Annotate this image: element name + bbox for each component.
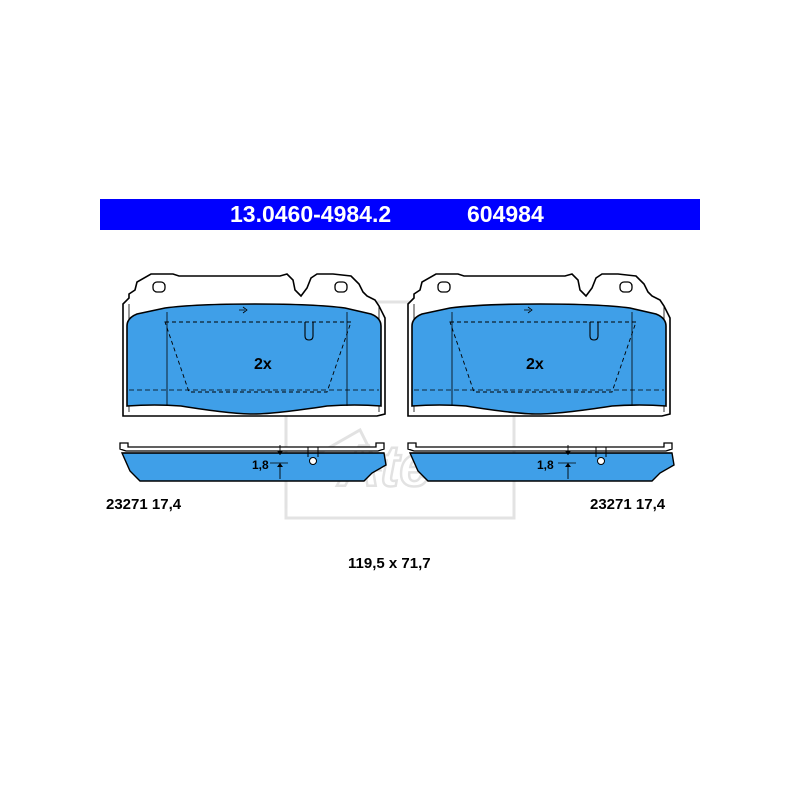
part-number-banner: 13.0460-4984.2 604984 — [100, 199, 700, 230]
reference-number: 604984 — [467, 201, 544, 227]
part-number: 13.0460-4984.2 — [230, 201, 392, 227]
right-wear-indicator-thickness: 1,8 — [537, 458, 554, 472]
right-pad-quantity: 2x — [526, 356, 544, 373]
right-pad-front-view — [407, 273, 671, 417]
right-wva-thickness: 23271 17,4 — [590, 496, 666, 513]
left-pad-front-view — [122, 273, 386, 417]
left-pad-quantity: 2x — [254, 356, 272, 373]
left-wva-thickness: 23271 17,4 — [106, 496, 182, 513]
left-wear-indicator-thickness: 1,8 — [252, 458, 269, 472]
pad-dimensions: 119,5 x 71,7 — [348, 555, 431, 572]
